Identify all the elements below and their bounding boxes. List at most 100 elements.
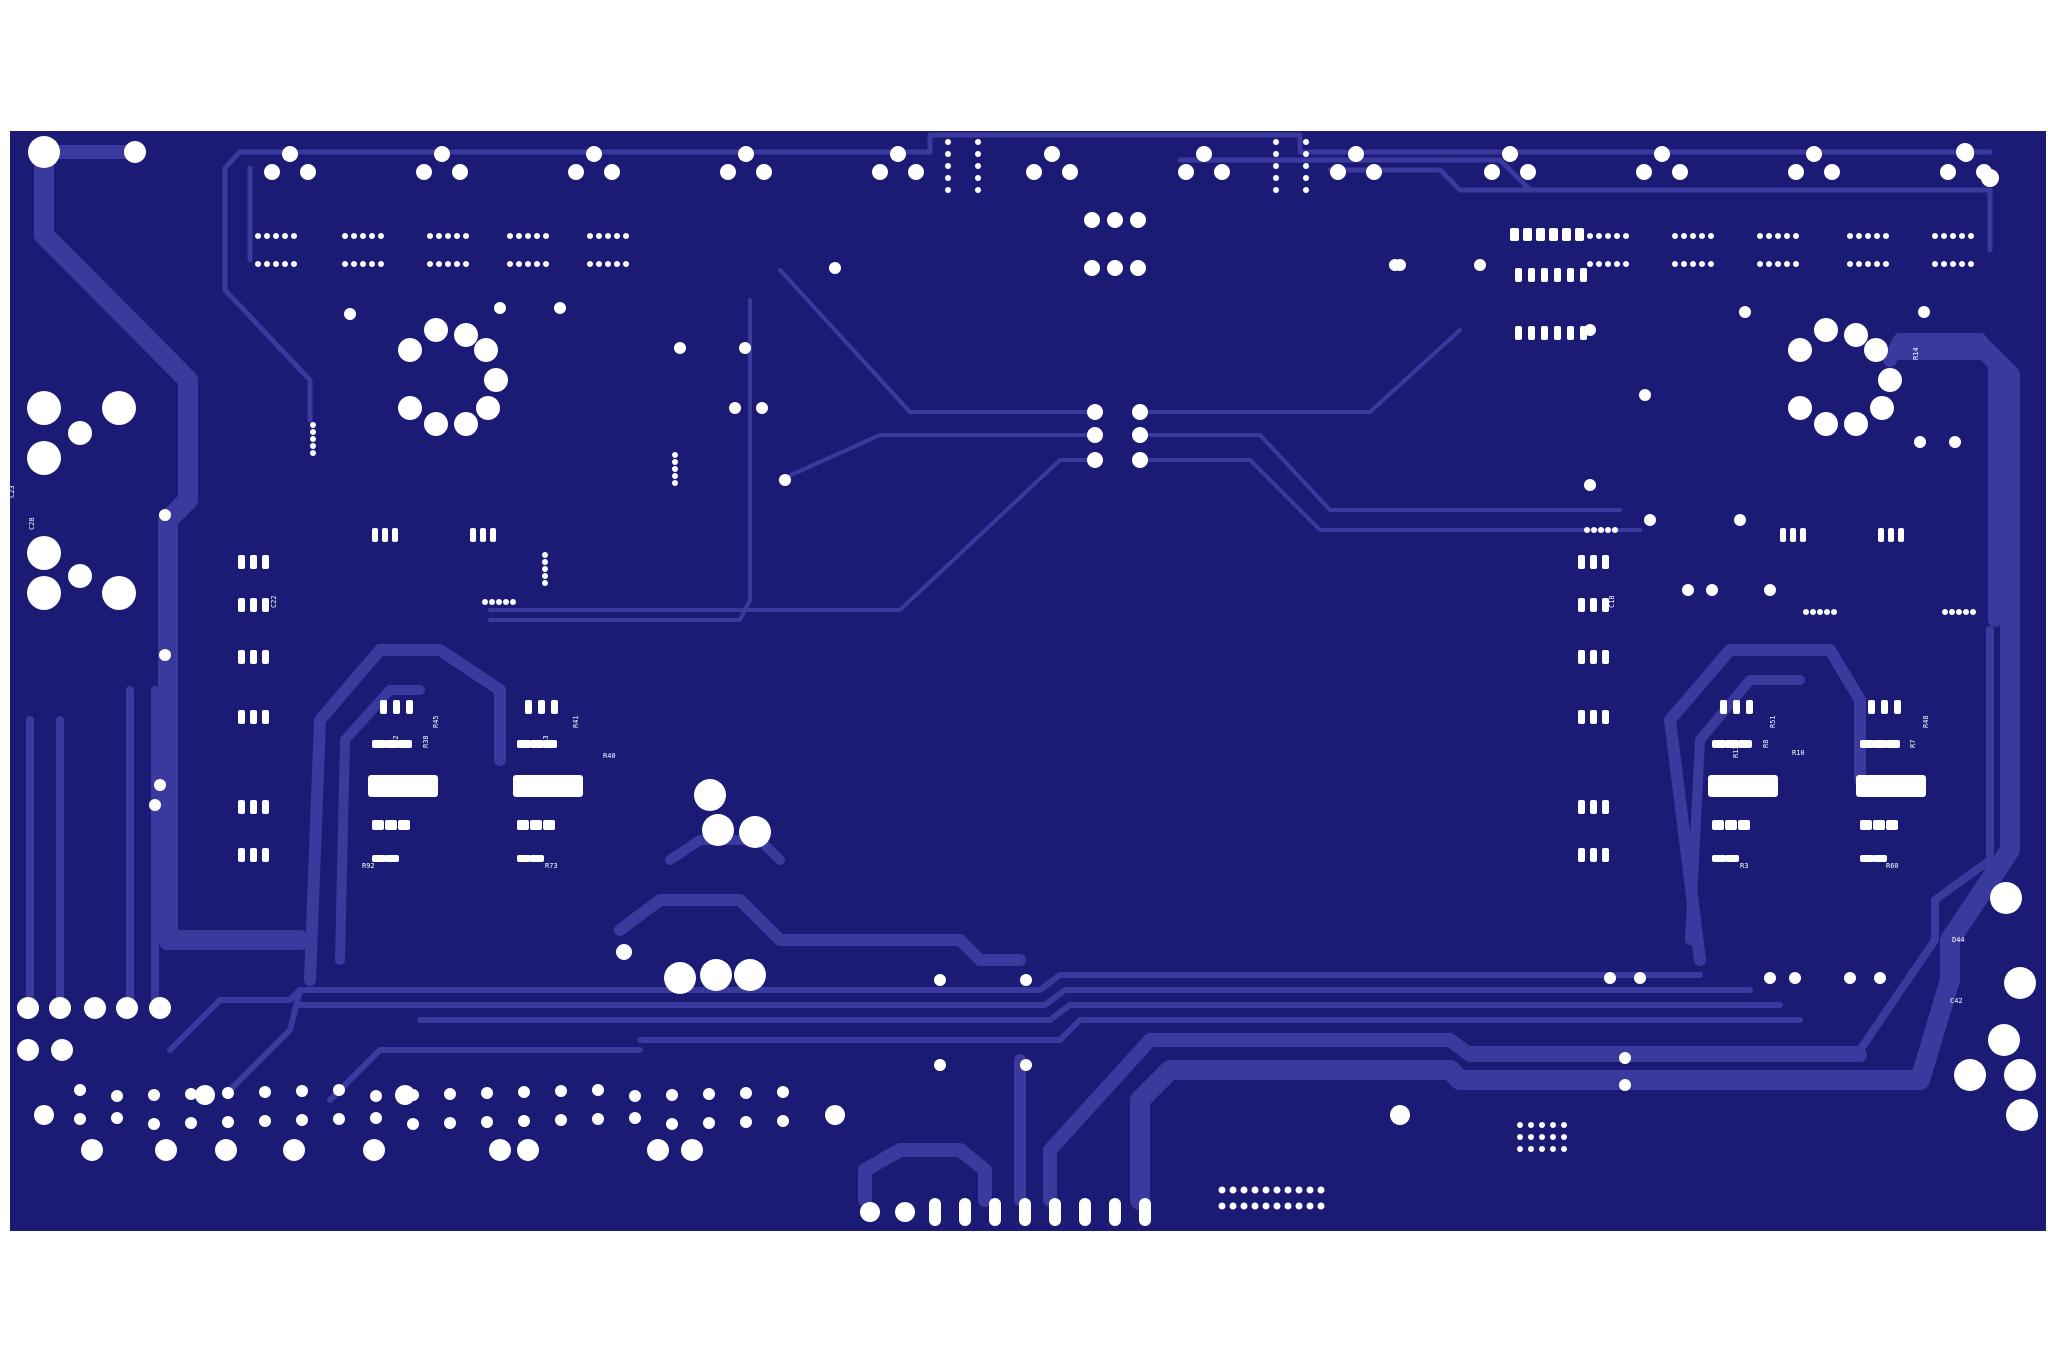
pad bbox=[427, 261, 433, 267]
pad bbox=[605, 233, 611, 239]
pad bbox=[283, 1139, 305, 1161]
smd-pad bbox=[385, 740, 399, 748]
smd-pad bbox=[1536, 228, 1545, 241]
smd-pad bbox=[543, 820, 555, 830]
pad bbox=[1366, 164, 1382, 180]
pad bbox=[1561, 1122, 1567, 1128]
pad bbox=[1956, 609, 1962, 615]
trace-bottom-mid-wide bbox=[1043, 1033, 1867, 1207]
pad bbox=[1317, 1202, 1325, 1210]
smd-pad bbox=[1567, 268, 1574, 282]
smd-pad bbox=[470, 528, 476, 542]
pad bbox=[454, 323, 478, 347]
pad bbox=[945, 175, 951, 181]
pad bbox=[616, 944, 632, 960]
trace-center-7 bbox=[488, 298, 752, 622]
smd-pad bbox=[1578, 848, 1585, 862]
pad bbox=[259, 1086, 271, 1098]
smd-pad bbox=[372, 820, 384, 830]
pad bbox=[102, 391, 136, 425]
pad bbox=[1789, 972, 1801, 984]
pad bbox=[1954, 1059, 1986, 1091]
smd-pad bbox=[1562, 228, 1571, 241]
pad bbox=[1988, 1024, 2020, 1056]
smd-pad bbox=[1515, 268, 1522, 282]
pad bbox=[1107, 212, 1123, 228]
smd-pad bbox=[382, 528, 388, 542]
pad bbox=[604, 164, 620, 180]
pad bbox=[255, 261, 261, 267]
pad bbox=[310, 443, 316, 449]
smd-pad bbox=[1019, 1198, 1031, 1226]
pad bbox=[1990, 882, 2022, 914]
smd-pad bbox=[1580, 268, 1587, 282]
pad bbox=[1636, 164, 1652, 180]
pad bbox=[84, 997, 106, 1019]
pad bbox=[543, 233, 549, 239]
smd-pad bbox=[1738, 740, 1752, 748]
pad bbox=[1484, 164, 1500, 180]
pad bbox=[740, 1116, 752, 1128]
pad bbox=[587, 233, 593, 239]
pad bbox=[1273, 151, 1279, 157]
smd-pad bbox=[380, 700, 387, 714]
pad-top-left-large bbox=[28, 136, 60, 168]
smd-pad bbox=[480, 528, 486, 542]
smd-pad bbox=[517, 820, 529, 830]
pad bbox=[398, 338, 422, 362]
pad bbox=[1604, 972, 1616, 984]
pad bbox=[1788, 396, 1812, 420]
pad bbox=[369, 261, 375, 267]
pad bbox=[517, 1139, 539, 1161]
pad bbox=[860, 1202, 880, 1222]
pad bbox=[1295, 1186, 1303, 1194]
smd-pad bbox=[1578, 650, 1585, 664]
smd-pad bbox=[1541, 326, 1548, 340]
smd-pad bbox=[398, 820, 410, 830]
smd-pad bbox=[1602, 555, 1609, 569]
pad bbox=[445, 233, 451, 239]
pad bbox=[378, 233, 384, 239]
label-c23: C23 bbox=[8, 485, 16, 498]
trace-top-bus bbox=[237, 132, 1993, 155]
label-c18: C18 bbox=[1608, 595, 1616, 608]
smd-pad bbox=[1868, 700, 1875, 714]
smd-pad bbox=[1725, 740, 1739, 748]
pad bbox=[1699, 233, 1705, 239]
smd-pad bbox=[250, 555, 257, 569]
pad bbox=[777, 1086, 789, 1098]
pad bbox=[102, 576, 136, 610]
smd-pad bbox=[1856, 775, 1926, 797]
trace-amp-left-inner bbox=[335, 685, 425, 965]
smd-pad bbox=[1602, 650, 1609, 664]
pad bbox=[542, 573, 548, 579]
pad-top-left-small bbox=[124, 141, 146, 163]
smd-pad bbox=[530, 820, 542, 830]
pad bbox=[975, 187, 981, 193]
smd-pad bbox=[1109, 1198, 1121, 1226]
smd-pad bbox=[1590, 650, 1597, 664]
pad bbox=[1788, 338, 1812, 362]
trace-right-rail-2 bbox=[1883, 333, 2002, 627]
pad bbox=[681, 1139, 703, 1161]
pad bbox=[1788, 164, 1804, 180]
pad bbox=[370, 1090, 382, 1102]
pad bbox=[1087, 404, 1103, 420]
pad bbox=[454, 261, 460, 267]
pad bbox=[17, 1039, 39, 1061]
pad bbox=[516, 261, 522, 267]
pad bbox=[1814, 412, 1838, 436]
pad bbox=[1918, 306, 1930, 318]
pad bbox=[647, 1139, 669, 1161]
smd-pad bbox=[490, 528, 496, 542]
smd-pad bbox=[392, 528, 398, 542]
pad bbox=[1844, 972, 1856, 984]
pad bbox=[1941, 261, 1947, 267]
pad bbox=[111, 1090, 123, 1102]
smd-pad bbox=[959, 1198, 971, 1226]
pad bbox=[1306, 1202, 1314, 1210]
pad bbox=[1950, 261, 1956, 267]
pad bbox=[1614, 261, 1620, 267]
pad bbox=[1303, 139, 1309, 145]
